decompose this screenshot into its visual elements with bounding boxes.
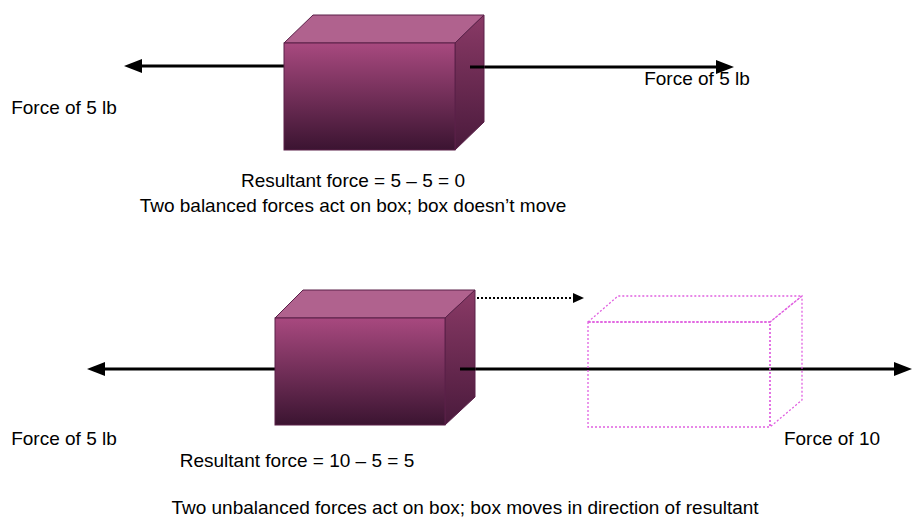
arrow-shaft xyxy=(460,368,475,371)
force-label: Force of 5 lb xyxy=(11,97,117,119)
resultant-equation: Resultant force = 5 – 5 = 0 xyxy=(241,170,465,192)
box xyxy=(284,15,484,150)
arrow-shaft xyxy=(470,66,484,69)
force-label: Force of 5 lb xyxy=(11,428,117,450)
explanation-note: Two balanced forces act on box; box does… xyxy=(140,195,567,217)
box xyxy=(275,290,475,425)
moved-box-outline xyxy=(588,296,802,427)
motion-arrow xyxy=(477,293,584,303)
unbalanced-arrows xyxy=(87,362,912,376)
force-label: Force of 10 xyxy=(784,428,880,450)
resultant-equation: Resultant force = 10 – 5 = 5 xyxy=(180,450,415,472)
explanation-note: Two unbalanced forces act on box; box mo… xyxy=(171,497,758,519)
force-label: Force of 5 lb xyxy=(644,68,750,90)
